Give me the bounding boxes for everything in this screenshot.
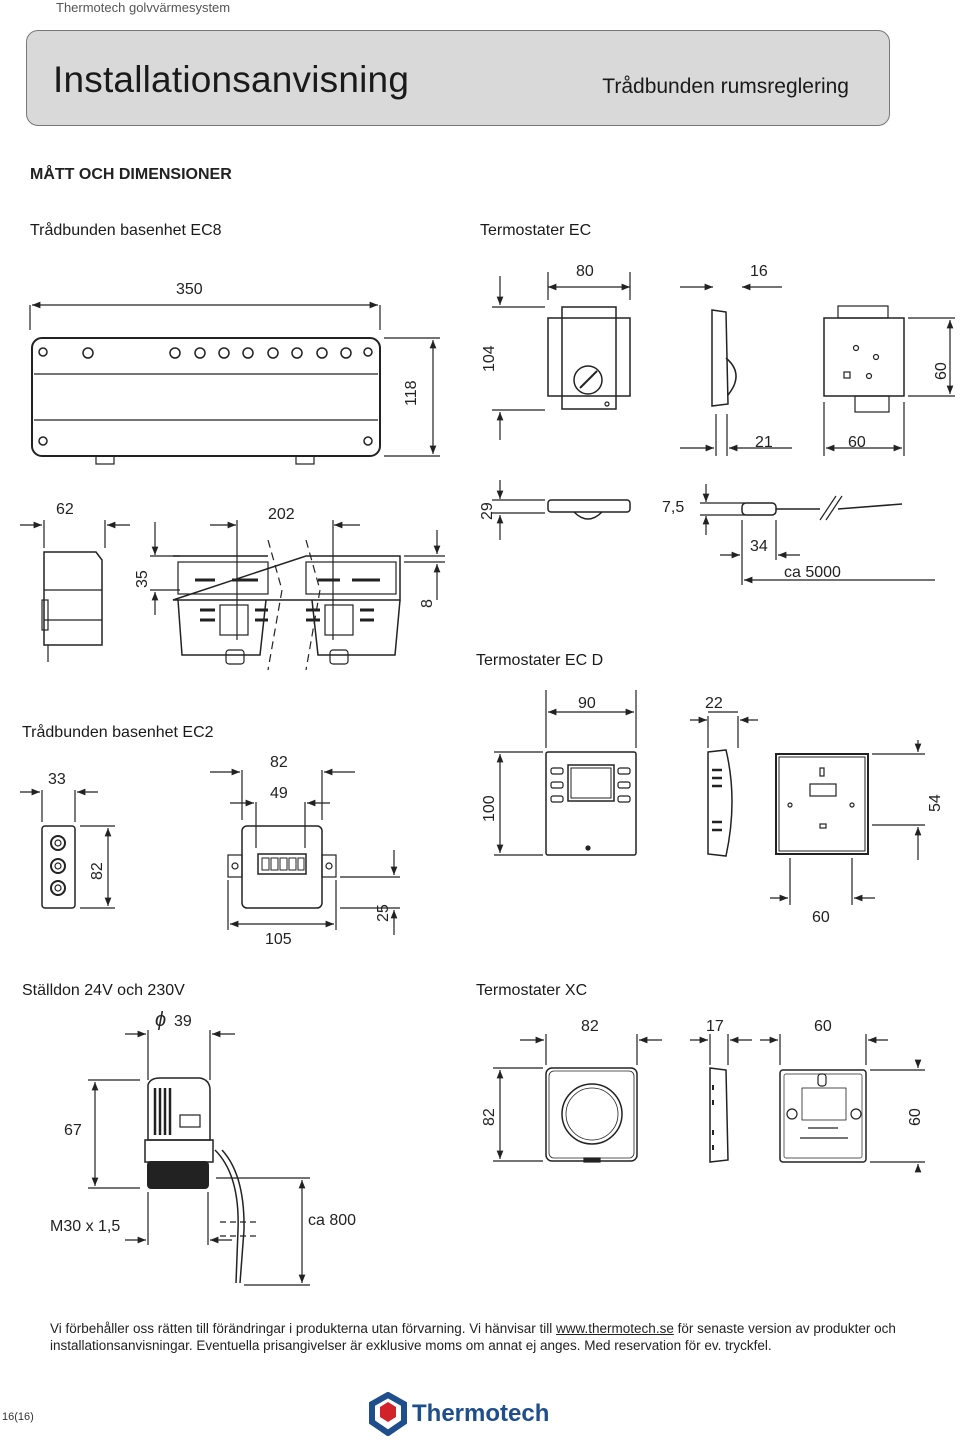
dimension-labels: 350 118 80 104 16 21 60 60 62 202 35 8 2… [48, 263, 950, 1235]
dim-ec2-82w: 82 [270, 754, 288, 771]
footer-website-link[interactable]: www.thermotech.se [556, 1321, 674, 1336]
dim-ec2-49: 49 [270, 785, 288, 802]
header-brand: Thermotech golvvärmesystem [56, 0, 231, 15]
page-number: 16(16) [2, 1411, 34, 1423]
dim-act-39: 39 [174, 1013, 192, 1030]
dim-ecd-22: 22 [705, 695, 723, 712]
dim-xc-60h: 60 [907, 1108, 924, 1126]
ec2-views [20, 768, 400, 935]
label-ecd: Termostater EC D [476, 652, 604, 669]
dim-ecd-100: 100 [481, 795, 498, 822]
dim-xc-60w: 60 [814, 1018, 832, 1035]
dim-ec-80: 80 [576, 263, 594, 280]
label-ec: Termostater EC [480, 222, 592, 239]
dim-ec-16: 16 [750, 263, 768, 280]
footer-disclaimer: Vi förbehåller oss rätten till förändrin… [50, 1321, 930, 1354]
dim-ec-60h: 60 [933, 362, 950, 380]
dim-ecd-90: 90 [578, 695, 596, 712]
dim-xc-17: 17 [706, 1018, 724, 1035]
dim-ec8-8: 8 [419, 599, 436, 608]
dim-act-phi: ϕ [155, 1009, 166, 1031]
label-ec2: Trådbunden basenhet EC2 [22, 724, 214, 741]
footer-text-2: för senaste version av produkter och ins… [50, 1321, 896, 1353]
dim-act-cable: ca 800 [308, 1212, 356, 1229]
dim-ec-60w: 60 [848, 434, 866, 451]
title-banner: Installationsanvisning Trådbunden rumsre… [26, 30, 890, 126]
thermotech-logo: Thermotech [368, 1391, 550, 1437]
ec8-section-views [20, 520, 445, 671]
logo-wordmark: Thermotech [412, 1400, 550, 1427]
dim-ec8-202: 202 [268, 506, 295, 523]
dim-xc-82h: 82 [481, 1108, 498, 1126]
ec-thermostat-views [492, 272, 955, 456]
dim-ecd-60: 60 [812, 909, 830, 926]
dim-act-67: 67 [64, 1122, 82, 1139]
dim-ec-104: 104 [481, 345, 498, 372]
label-stalldon: Ställdon 24V och 230V [22, 982, 185, 999]
page-title: Installationsanvisning [53, 59, 410, 100]
section-title: MÅTT OCH DIMENSIONER [30, 166, 232, 183]
page-subtitle: Trådbunden rumsreglering [602, 75, 849, 98]
ec8-front-view [29, 301, 440, 465]
dim-ec8-35: 35 [134, 570, 151, 588]
xc-thermostat-views [493, 1034, 925, 1173]
dim-ec-cable: ca 5000 [784, 564, 841, 581]
dim-ec-29: 29 [479, 502, 496, 520]
dim-ecd-54: 54 [927, 794, 944, 812]
label-ec8: Trådbunden basenhet EC8 [30, 222, 222, 239]
dim-ec-21: 21 [755, 434, 773, 451]
dim-act-thread: M30 x 1,5 [50, 1218, 120, 1235]
dim-ec-7-5: 7,5 [662, 499, 684, 516]
thermotech-logo-icon [369, 1391, 407, 1437]
dim-ec-34: 34 [750, 538, 768, 555]
actuator-views [88, 1030, 310, 1286]
ecd-thermostat-views [494, 690, 925, 905]
dim-ec2-25: 25 [375, 904, 392, 922]
label-xc: Termostater XC [476, 982, 588, 999]
dim-ec2-82h: 82 [89, 862, 106, 880]
dim-ec8-62: 62 [56, 501, 74, 518]
ec-profile-and-sensor [492, 480, 935, 585]
dim-xc-82w: 82 [581, 1018, 599, 1035]
dim-ec2-33: 33 [48, 771, 66, 788]
dim-ec2-105: 105 [265, 931, 292, 948]
dim-ec8-118: 118 [403, 380, 420, 406]
dim-ec8-350: 350 [176, 281, 203, 298]
footer-text-1: Vi förbehåller oss rätten till förändrin… [50, 1321, 557, 1336]
